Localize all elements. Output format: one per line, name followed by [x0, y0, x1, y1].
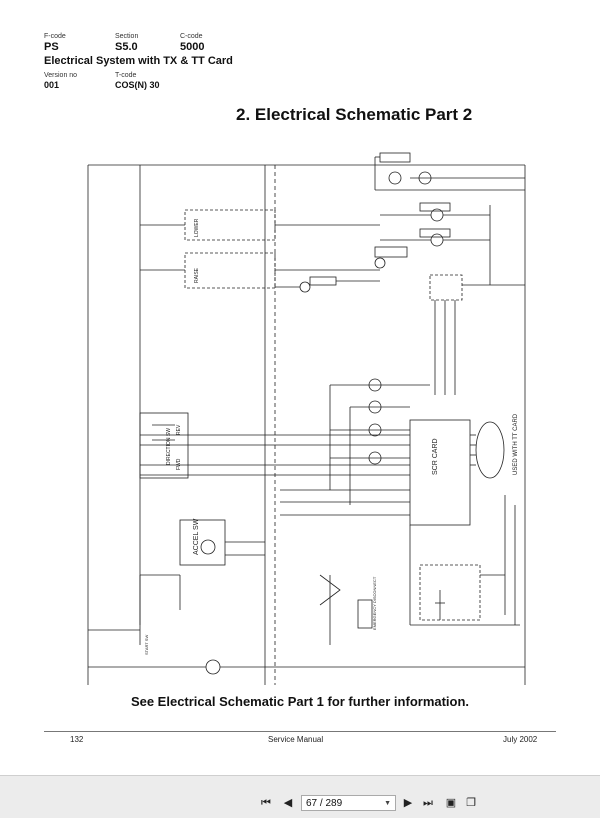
section-value: S5.0: [115, 41, 138, 53]
chevron-down-icon: ▼: [384, 800, 391, 807]
first-page-icon[interactable]: ⏮: [261, 797, 271, 809]
version-value: 001: [44, 80, 60, 90]
last-page-icon[interactable]: ⏭: [423, 797, 433, 809]
page-number: 132: [70, 735, 84, 744]
footer-date: July 2002: [503, 735, 538, 744]
footer-doc-type: Service Manual: [268, 735, 324, 744]
previous-page-icon[interactable]: ◀: [283, 797, 293, 809]
tt-card-label: USED WITH TT CARD: [513, 413, 519, 475]
section-label: Section: [115, 33, 139, 40]
viewer-toolbar: [0, 775, 600, 818]
lower-label: LOWER: [194, 218, 200, 237]
tcode-label: T-code: [115, 72, 137, 79]
emergency-disconnect-label: EMERGENCY DISCONNECT: [372, 576, 377, 630]
fcode-value: PS: [44, 41, 59, 53]
accel-switch-label: ACCEL SW: [193, 518, 200, 555]
rev-label: REV: [176, 424, 182, 435]
page-display: 67 / 289: [306, 798, 343, 809]
reference-note: See Electrical Schematic Part 1 for furt…: [130, 694, 470, 709]
scr-card-label: SCR CARD: [432, 438, 439, 475]
fwd-label: FWD: [176, 458, 182, 470]
fcode-label: F-code: [44, 33, 66, 40]
direction-switch-label: DIRECTION SW: [166, 428, 172, 465]
ccode-value: 5000: [180, 41, 205, 53]
system-title: Electrical System with TX & TT Card: [44, 55, 233, 67]
page-title: 2. Electrical Schematic Part 2: [236, 105, 473, 124]
manual-page: F-code PS Section S5.0 C-code 5000 Elect…: [44, 33, 556, 744]
page-selector[interactable]: 67 / 289 ▼: [301, 795, 396, 811]
electrical-schematic: SCR CARD USED WITH TT CARD ACCEL SW DIRE…: [87, 152, 526, 685]
ccode-label: C-code: [180, 33, 203, 40]
footer-rule: [44, 731, 556, 732]
tcode-value: COS(N) 30: [115, 80, 160, 90]
version-label: Version no: [44, 72, 78, 79]
two-page-view-icon[interactable]: ❐: [466, 797, 476, 809]
raise-label: RAISE: [194, 267, 200, 283]
next-page-icon[interactable]: ▶: [403, 797, 413, 809]
start-switch-label: START SW: [144, 635, 149, 655]
single-page-view-icon[interactable]: ▣: [445, 797, 457, 809]
